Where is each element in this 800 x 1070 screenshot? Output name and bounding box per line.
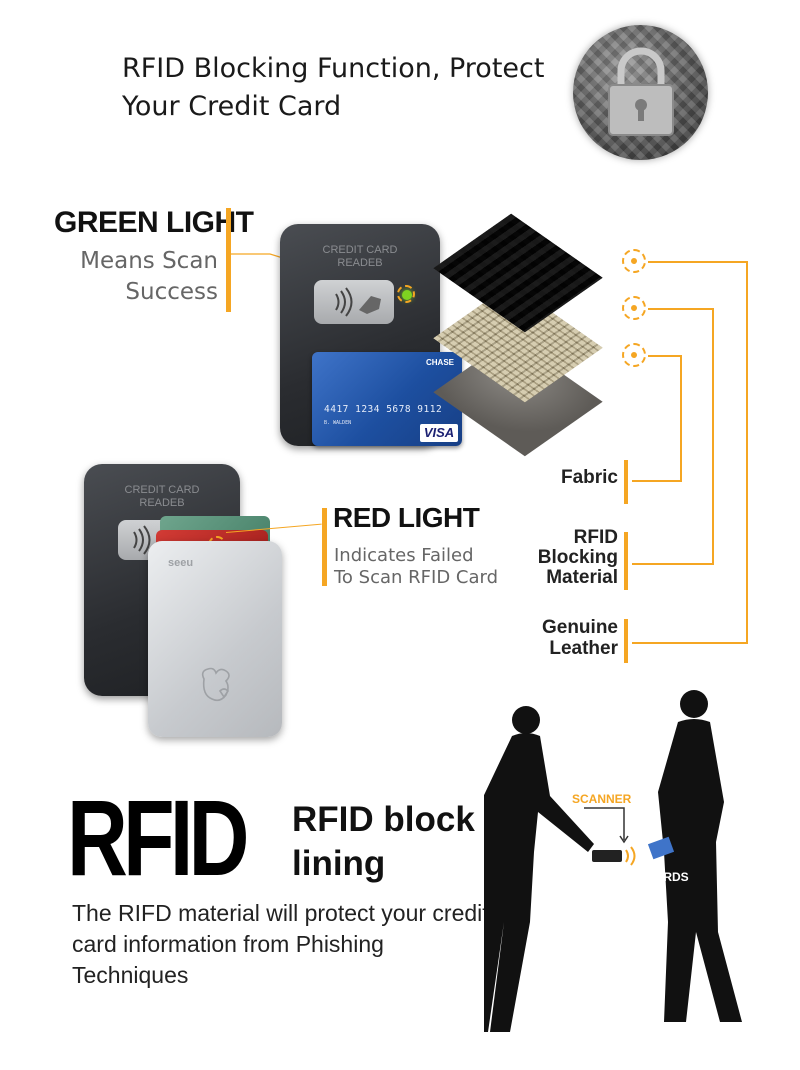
leather-label: Genuine Leather [520,617,618,659]
cards-label: CARDS [646,870,689,884]
connector-leather-top [648,261,748,263]
connector-fabric-vertical [680,355,682,481]
seeu-wallet: seeu [148,541,282,737]
rfid-block-heading: RFID block lining [292,798,475,886]
red-light-accent-bar [322,508,327,586]
green-light-subtitle-line2: Success [125,279,218,305]
green-light-subtitle: Means Scan Success [62,246,218,308]
rfid-target-icon [622,296,646,320]
green-light-pointer-line [230,253,401,295]
connector-rfid-vertical [712,308,714,564]
credit-card: CHASE 4417 1234 5678 9112 B. WALDEN VISA [312,352,462,446]
green-light-heading: GREEN LIGHT [54,206,254,239]
red-light-heading: RED LIGHT [333,502,480,533]
connector-fabric-top [648,355,682,357]
rfid-block-heading-line1: RFID block [292,800,475,839]
reader-label-line2: READEB [337,257,383,269]
leather-label-line1: Genuine [541,617,618,638]
leather-label-line2: Leather [549,638,618,659]
reader-label-line1: CREDIT CARD [322,244,398,256]
rfid-label-line3: Material [546,567,618,588]
reader2-label-line1: CREDIT CARD [124,484,200,496]
connector-leather-bottom [632,642,748,644]
card-reader-success: CREDIT CARD READEB [280,224,440,446]
card-number: 4417 1234 5678 9112 [324,404,443,415]
fabric-target-icon [622,249,646,273]
fabric-label-bar [624,460,628,504]
padlock-icon [608,47,674,136]
rfid-block-heading-line2: lining [292,844,386,883]
silhouettes-illustration [470,690,742,1032]
connector-rfid-bottom [632,563,714,565]
card-network: VISA [420,424,458,442]
green-led-target-ring [397,285,415,303]
connector-rfid-top [648,308,714,310]
rfid-material-label: RFID Blocking Material [520,528,618,588]
red-light-subtitle: Indicates Failed To Scan RFID Card [334,545,498,589]
red-light-subtitle-line1: Indicates Failed [334,545,474,566]
fabric-label: Fabric [560,467,618,488]
rfid-label-line2: Blocking [537,547,618,568]
rfid-label-line1: RFID [573,527,618,548]
scanner-label: SCANNER [572,792,632,806]
red-light-subtitle-line2: To Scan RFID Card [334,567,499,588]
rfid-big-text: RFID [67,777,249,898]
card-holder: B. WALDEN [324,420,352,426]
green-light-subtitle-line1: Means Scan [80,248,218,274]
reader2-label-line2: READEB [139,497,185,509]
card-brand: CHASE [425,358,454,367]
rfid-description: The RIFD material will protect your cred… [72,900,489,988]
connector-fabric-bottom [632,480,682,482]
skimming-scene: SCANNER CARDS [470,690,752,1035]
page-title: RFID Blocking Function, Protect Your Cre… [122,53,545,122]
reader-window [314,280,394,324]
dog-emblem-icon [201,667,230,702]
padlock-badge [573,25,708,160]
contactless-icon [133,525,151,555]
green-light-accent-bar [226,208,231,312]
rfid-label-bar [624,532,628,590]
leather-target-icon [622,343,646,367]
leather-label-bar [624,619,628,663]
wallet-logo: seeu [168,557,194,569]
fabric-layer [433,213,603,333]
connector-leather-vertical [746,261,748,643]
contactless-icon [335,287,381,317]
